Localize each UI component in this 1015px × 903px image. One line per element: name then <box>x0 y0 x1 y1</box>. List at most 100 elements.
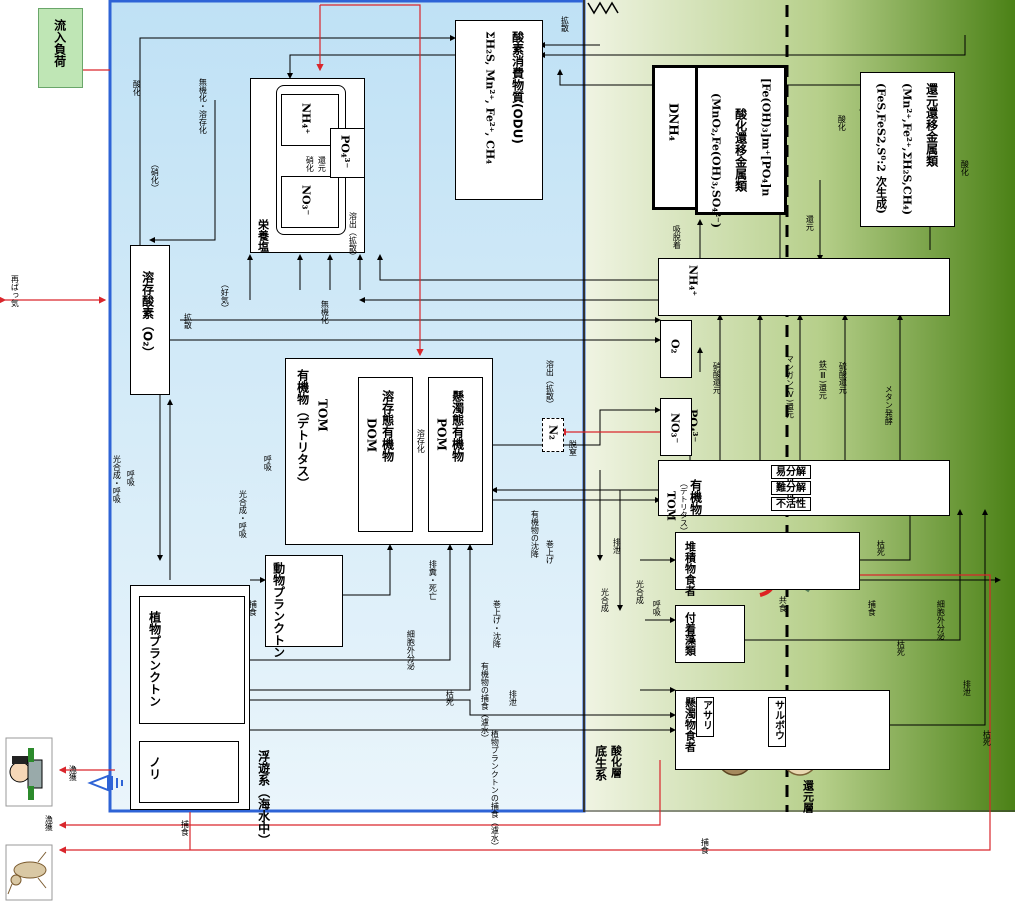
do-label: 溶存酸素（O₂） <box>141 271 154 358</box>
diffusion-label-2: 拡散 <box>183 313 191 329</box>
water-level-icon <box>90 776 122 790</box>
photo-resp-label-1: 光合成・呼吸 <box>112 455 120 503</box>
organic-catch-label: 有機物の捕食（濾水） <box>480 662 488 742</box>
oxic-layer-label: 酸化層 <box>610 745 622 778</box>
mineralize-label-2: 無機化 <box>320 300 328 324</box>
sed-nutrients-box: NH₄⁺ PO₄³⁻ <box>658 258 950 316</box>
cell-excretion-label-2: 細胞外分泌 <box>936 600 944 640</box>
n2-label: N₂ <box>547 425 559 440</box>
asari-tag: アサリ <box>696 697 714 737</box>
nori-label: ノリ <box>148 756 161 780</box>
aerobic-label: （好気） <box>220 280 228 312</box>
bird-icon <box>6 845 52 900</box>
red-metal-formula: (Mn²⁺,Fe²⁺,ΣH₂S,CH₄) <box>901 83 913 215</box>
sed-detritus-label: （デトリタス） <box>679 479 687 535</box>
nitrification-label: （硝化） <box>150 160 158 192</box>
po4-label: PO₄³⁻ <box>339 135 351 168</box>
mineralize-label: 無機化・溶存化 <box>198 78 206 134</box>
nitrify-label: 硝化 <box>305 156 313 172</box>
inert-tag: 不活性 <box>771 497 811 511</box>
excrete-label-1: 排泄 <box>508 690 516 706</box>
oxidation-label-1: 酸化 <box>132 80 140 96</box>
pom-box: 懸濁態有機物 POM <box>428 377 483 532</box>
catch-label-2: 捕食 <box>867 600 875 616</box>
excretion-death-label: 排糞・死亡 <box>428 560 436 600</box>
resus-deposit-label: 巻上げ・沈降 <box>492 600 500 648</box>
n2-box: N₂ <box>542 418 564 452</box>
ox-metal-label: 酸化還移金属類 <box>734 108 747 192</box>
dom-box: 溶存態有機物 DOM <box>358 377 413 532</box>
no3-label: NO₃⁻ <box>300 185 312 215</box>
fisherman-icon <box>6 738 52 806</box>
zoo-label: 動物プランクトン <box>272 562 285 658</box>
catch-label-3: 捕食 <box>180 820 188 836</box>
fe-po4-box: [Fe(OH)₃]m⁺[PO₄]n 酸化還移金属類 (MnO₂,Fe(OH)₃,… <box>695 65 787 215</box>
inflow-label: 流入負荷 <box>53 19 66 67</box>
diffusion-label-1: 拡散 <box>560 16 568 32</box>
resp-label-2: 呼吸 <box>263 455 271 471</box>
methane-label: メタン発酵 <box>884 385 892 425</box>
pom-label: POM <box>435 418 448 451</box>
tom-label: TOM <box>316 399 329 432</box>
organic-box: 有機物（デトリタス） TOM 溶存態有機物 DOM 溶存化 懸濁態有機物 POM <box>285 358 493 545</box>
ox-metal-formula: (MnO₂,Fe(OH)₃,SO₄²⁻) <box>710 93 722 228</box>
excrete-label-2: 排泄 <box>612 538 620 554</box>
death-label-3: 枯死 <box>896 640 904 656</box>
nitrate-reduction-label: 硝酸還元 <box>712 362 720 394</box>
cell-excretion-label: 細胞外分泌 <box>406 630 414 670</box>
excrete-label-3: 排泄 <box>962 680 970 696</box>
sed-o2-label: O₂ <box>669 339 681 353</box>
photo-label-2: 光合成 <box>635 580 643 604</box>
so4-reduction-label: 硫酸還元 <box>838 362 846 394</box>
filter-feeder-box: 懸濁物食者 アサリ サルボウ <box>675 690 890 770</box>
no3-box: NO₃⁻ <box>281 176 339 228</box>
red-metal-label: 還元還移金属類 <box>925 83 938 167</box>
fe-po4-label: [Fe(OH)₃]m⁺[PO₄]n <box>760 78 772 196</box>
pom-jp-label: 懸濁態有機物 <box>451 390 464 462</box>
zoo-box: 動物プランクトン <box>265 555 343 647</box>
oxidation-label-3: 酸化 <box>960 160 968 176</box>
deposit-feeder-label: 堆積物食者 <box>684 541 696 596</box>
sink-label: 有機物の沈降 <box>530 510 538 558</box>
nutrients-label: 栄養塩 <box>257 219 269 252</box>
death-label-2: 枯死 <box>876 540 884 556</box>
catch-label-1: 捕食 <box>248 600 256 616</box>
dnh4-label: DNH₄ <box>667 103 680 141</box>
oxidation-label-2: 酸化 <box>837 115 845 131</box>
hard-decomp-tag: 難分解性 <box>771 481 811 495</box>
nori-box: ノリ <box>139 741 239 803</box>
organic-label: 有機物（デトリタス） <box>296 369 309 489</box>
adsorb-label: 吸脱着 <box>672 225 680 249</box>
primary-producer-box: 植物プランクトン ノリ <box>130 585 250 810</box>
sed-no3-box: NO₃⁻ <box>660 398 692 456</box>
red-metal-formula2: (FeS,FeS2,S⁰:2 次生成) <box>875 83 887 214</box>
phyto-label: 植物プランクトン <box>148 611 161 707</box>
symbiosis-label: 共食 <box>778 596 786 612</box>
sed-nh4-label: NH₄⁺ <box>687 265 699 296</box>
resp-label-1: 呼吸 <box>126 470 134 486</box>
reduce-label: 還元 <box>317 156 325 172</box>
reduced-layer-label: 還元層 <box>802 780 814 813</box>
death-label-1: 枯死 <box>445 690 453 706</box>
easy-decomp-tag: 易分解性 <box>771 465 811 479</box>
mn-reduction-label: マンガン(Ⅳ)還元 <box>785 355 793 418</box>
photo-label-1: 光合成 <box>600 588 608 612</box>
filter-feeder-label: 懸濁物食者 <box>684 697 696 752</box>
dom-label: DOM <box>365 418 378 452</box>
fishing-label-2: 漁獲 <box>44 815 52 831</box>
benthic-label: 底生系 <box>594 745 607 781</box>
dissolve-label: 溶存化 <box>416 429 424 453</box>
elution-label-1: 溶出（拡散） <box>348 212 356 260</box>
attached-algae-label: 付着藻類 <box>684 612 696 656</box>
deposit-feeder-box: 堆積物食者 <box>675 532 860 590</box>
sed-tom-label: TOM <box>665 491 677 521</box>
po4-box-water: PO₄³⁻ <box>330 128 365 178</box>
sed-o2-box: O₂ <box>660 320 692 378</box>
sed-organic-box: 有機物 （デトリタス） TOM 易分解性 難分解性 不活性 <box>658 460 950 516</box>
sed-organic-label: 有機物 <box>689 479 702 515</box>
do-box: 溶存酸素（O₂） <box>130 245 170 395</box>
photo-resp-label-2: 光合成・呼吸 <box>238 490 246 538</box>
sed-no3-label: NO₃⁻ <box>669 413 681 443</box>
fishing-label-1: 漁獲 <box>68 765 76 781</box>
phyto-box: 植物プランクトン <box>139 596 245 724</box>
